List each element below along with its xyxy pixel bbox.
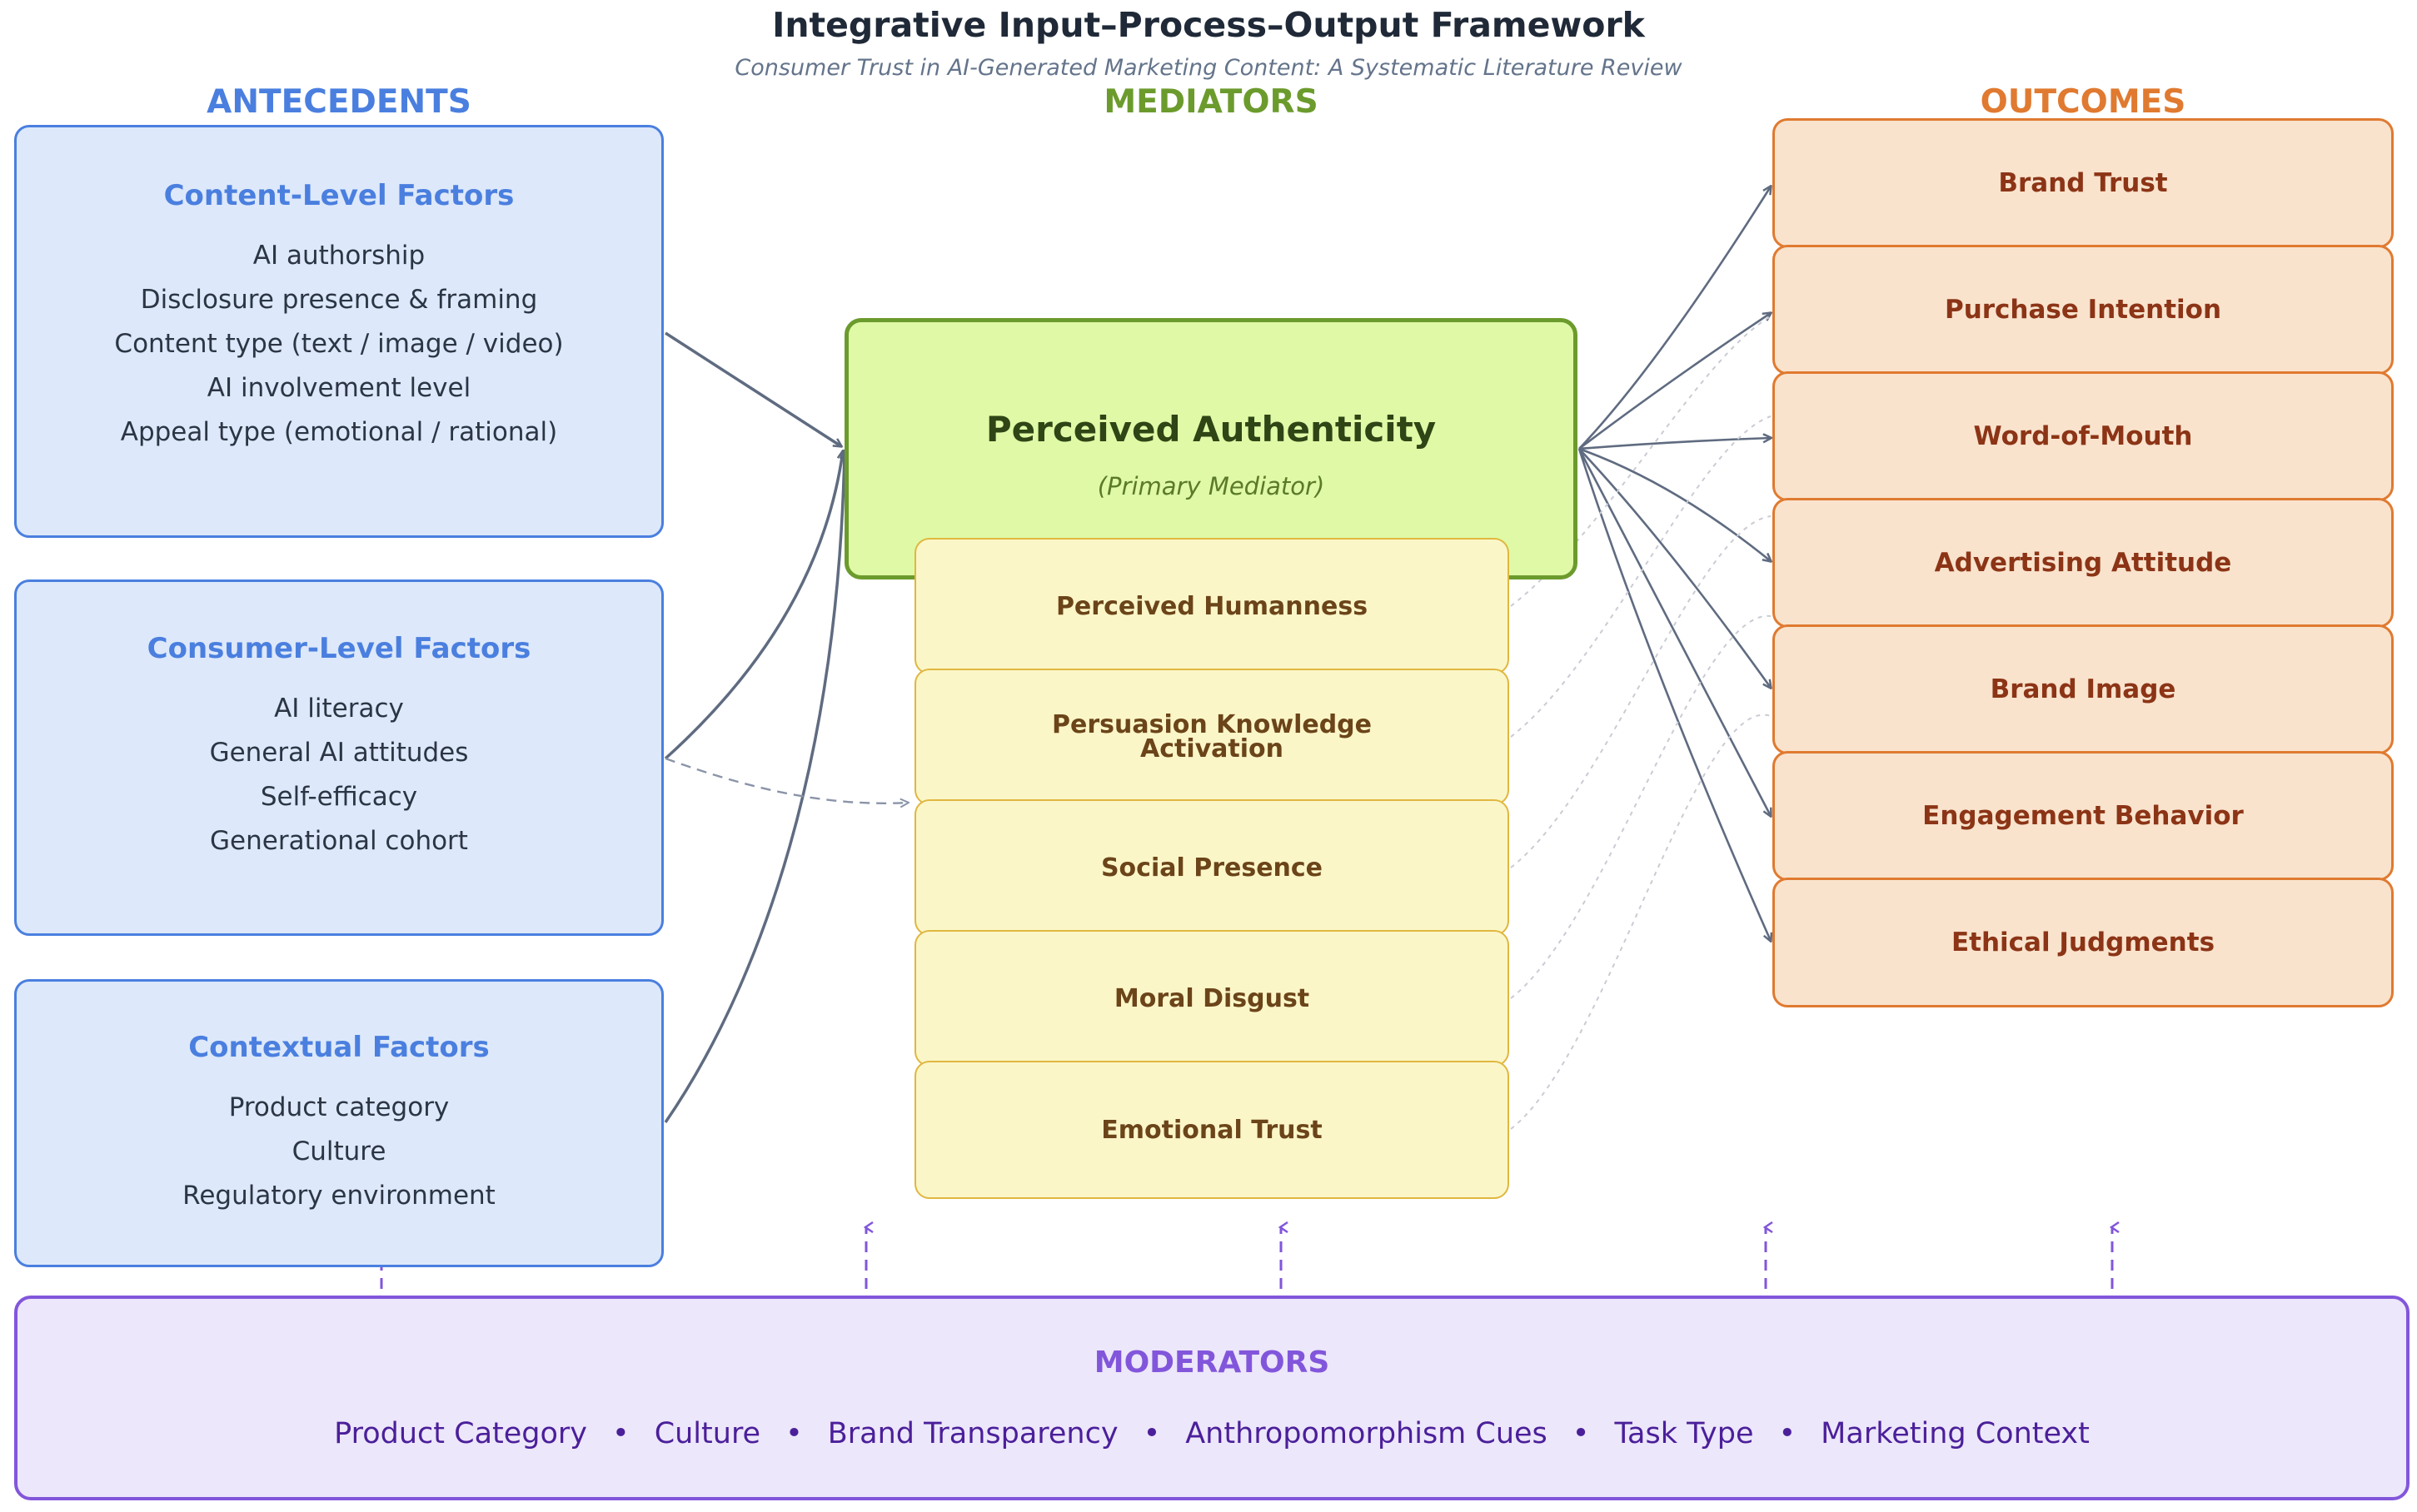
content-level-factors-box: Content-Level Factors AI authorship Disc… [14, 125, 664, 538]
antecedent-title: Contextual Factors [188, 1031, 490, 1064]
bullet-separator: • [1572, 1417, 1590, 1450]
mediator-emotional-trust: Emotional Trust [914, 1061, 1509, 1199]
outcomes-heading: OUTCOMES [1980, 83, 2186, 121]
antecedent-item: Disclosure presence & framing [140, 285, 538, 315]
outcome-label: Brand Trust [1998, 168, 2168, 198]
outcome-brand-trust: Brand Trust [1772, 118, 2394, 248]
moderator-item: Culture [654, 1417, 761, 1450]
bullet-separator: • [1778, 1417, 1797, 1450]
antecedent-title: Consumer-Level Factors [147, 632, 531, 665]
dashed-arrow-consumer-to-persuasion [665, 757, 908, 803]
primary-mediator-title: Perceived Authenticity [985, 409, 1437, 450]
antecedent-item: Generational cohort [210, 826, 468, 856]
antecedent-item: Product category [228, 1092, 450, 1122]
dotted-mediator-link [1510, 714, 1772, 1130]
antecedent-item: AI authorship [252, 241, 426, 271]
arrow-context-to-authenticity [664, 451, 845, 1123]
antecedent-item: General AI attitudes [209, 738, 469, 768]
moderator-item: Anthropomorphism Cues [1185, 1417, 1547, 1450]
arrow-authenticity-to-outcome [1577, 448, 1771, 816]
antecedent-title: Content-Level Factors [163, 179, 515, 212]
moderator-item: Brand Transparency [827, 1417, 1119, 1450]
consumer-level-factors-box: Consumer-Level Factors AI literacy Gener… [14, 579, 664, 936]
outcome-advertising-attitude: Advertising Attitude [1772, 498, 2394, 628]
arrow-authenticity-to-outcome [1578, 313, 1771, 450]
moderator-item: Marketing Context [1821, 1417, 2090, 1450]
arrow-authenticity-to-outcome [1578, 448, 1771, 688]
bullet-separator: • [612, 1417, 630, 1450]
dotted-mediator-link [1510, 415, 1772, 738]
antecedent-item: Appeal type (emotional / rational) [120, 417, 558, 447]
antecedent-item: Self-efficacy [260, 782, 418, 812]
moderators-list: Product Category • Culture • Brand Transpare… [17, 1417, 2406, 1450]
arrow-authenticity-to-outcome [1578, 187, 1771, 450]
mediator-label: Persuasion Knowledge Activation [1052, 710, 1372, 763]
mediators-heading: MEDIATORS [1104, 83, 1318, 121]
outcome-label: Word-of-Mouth [1973, 421, 2193, 451]
outcome-purchase-intention: Purchase Intention [1772, 245, 2394, 375]
moderator-item: Product Category [334, 1417, 588, 1450]
arrow-content-to-authenticity [665, 331, 841, 446]
moderator-item: Task Type [1614, 1417, 1754, 1450]
antecedent-item: AI literacy [274, 694, 404, 724]
dotted-mediator-link [1510, 614, 1772, 999]
outcome-ethical-judgments: Ethical Judgments [1772, 878, 2394, 1007]
dotted-mediator-link [1510, 515, 1772, 868]
outcome-label: Brand Image [1990, 674, 2176, 704]
outcome-label: Purchase Intention [1944, 295, 2222, 325]
outcome-engagement-behavior: Engagement Behavior [1772, 751, 2394, 881]
contextual-factors-box: Contextual Factors Product category Cult… [14, 979, 664, 1267]
mediator-moral-disgust: Moral Disgust [914, 930, 1509, 1067]
outcome-label: Advertising Attitude [1934, 548, 2232, 578]
moderators-title: MODERATORS [1094, 1345, 1330, 1380]
antecedent-item: AI involvement level [207, 373, 471, 403]
outcome-label: Ethical Judgments [1951, 928, 2215, 957]
antecedent-item: Content type (text / image / video) [114, 329, 564, 359]
mediator-perceived-humanness: Perceived Humanness [914, 538, 1509, 674]
primary-mediator-subtitle: (Primary Mediator) [1097, 472, 1325, 500]
mediator-label: Moral Disgust [1114, 983, 1310, 1013]
bullet-separator: • [1143, 1417, 1161, 1450]
mediator-label: Perceived Humanness [1055, 591, 1368, 621]
arrow-authenticity-to-outcome [1577, 448, 1771, 941]
bullet-separator: • [785, 1417, 803, 1450]
antecedents-heading: ANTECEDENTS [207, 83, 471, 121]
arrow-consumer-to-authenticity [664, 451, 843, 760]
mediator-label: Social Presence [1100, 853, 1323, 883]
mediator-persuasion-knowledge: Persuasion Knowledge Activation [914, 669, 1509, 805]
perceived-authenticity-box: Perceived Authenticity (Primary Mediator… [845, 318, 1577, 579]
dotted-mediator-link [1510, 316, 1772, 607]
diagram-subtitle: Consumer Trust in AI-Generated Marketing… [735, 55, 1682, 81]
mediator-social-presence: Social Presence [914, 799, 1509, 936]
outcome-label: Engagement Behavior [1922, 801, 2244, 831]
moderators-box: MODERATORS Product Category • Culture • Bran… [14, 1296, 2410, 1500]
antecedent-item: Culture [292, 1136, 386, 1166]
antecedent-item: Regulatory environment [182, 1181, 496, 1211]
diagram-title: Integrative Input–Process–Output Framewo… [772, 5, 1645, 45]
outcome-brand-image: Brand Image [1772, 624, 2394, 754]
arrow-authenticity-to-outcome [1578, 438, 1771, 450]
arrow-authenticity-to-outcome [1578, 447, 1771, 561]
mediator-label: Emotional Trust [1101, 1115, 1323, 1145]
outcome-word-of-mouth: Word-of-Mouth [1772, 371, 2394, 501]
